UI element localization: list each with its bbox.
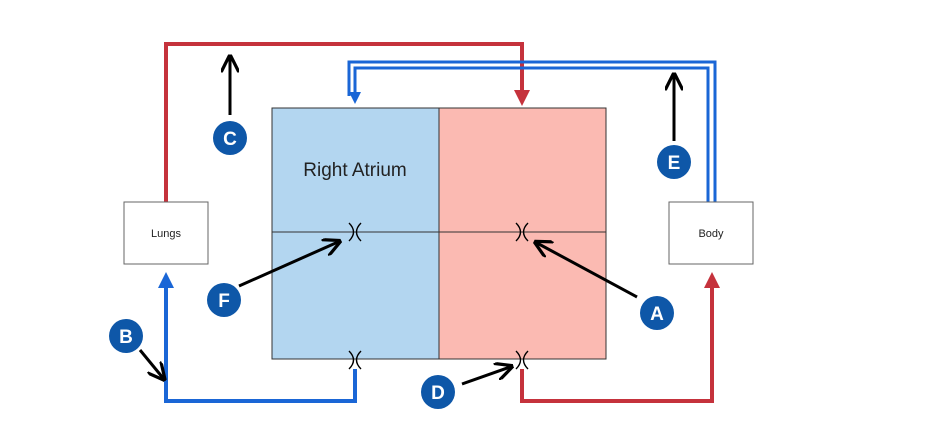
body-label: Body	[698, 228, 724, 240]
right-atrium-label: Right Atrium	[303, 160, 406, 181]
marker-f[interactable]: F	[207, 283, 241, 317]
marker-b[interactable]: B	[109, 319, 143, 353]
svg-text:A: A	[650, 304, 664, 325]
right-heart-lower	[272, 232, 439, 359]
body-box: Body	[668, 201, 754, 265]
left-heart-lower	[439, 232, 606, 359]
pointer-arrow-f	[238, 242, 338, 288]
aorta-path	[520, 272, 720, 403]
lungs-box: Lungs	[123, 201, 209, 265]
tricuspid-valve	[348, 222, 362, 242]
vena-cava-path	[347, 60, 717, 202]
marker-a[interactable]: A	[640, 296, 674, 330]
pointer-arrow-d	[461, 367, 510, 386]
pulmonary-artery-path	[158, 272, 357, 403]
svg-text:B: B	[119, 327, 133, 348]
svg-text:C: C	[223, 129, 237, 150]
left-heart-upper	[439, 108, 606, 232]
mitral-valve	[515, 222, 529, 242]
pointer-arrow-b	[138, 349, 163, 378]
right-heart-upper	[272, 108, 439, 232]
lungs-label: Lungs	[151, 228, 181, 240]
marker-e[interactable]: E	[657, 145, 691, 179]
pointer-arrow-a	[537, 243, 638, 299]
marker-c[interactable]: C	[213, 121, 247, 155]
pulmonary-vein-path	[164, 42, 530, 202]
svg-text:E: E	[668, 153, 681, 174]
marker-d[interactable]: D	[421, 375, 455, 409]
svg-text:F: F	[218, 291, 230, 312]
pulmonary-valve	[348, 350, 362, 370]
aortic-valve	[515, 350, 529, 370]
svg-text:D: D	[431, 383, 445, 404]
